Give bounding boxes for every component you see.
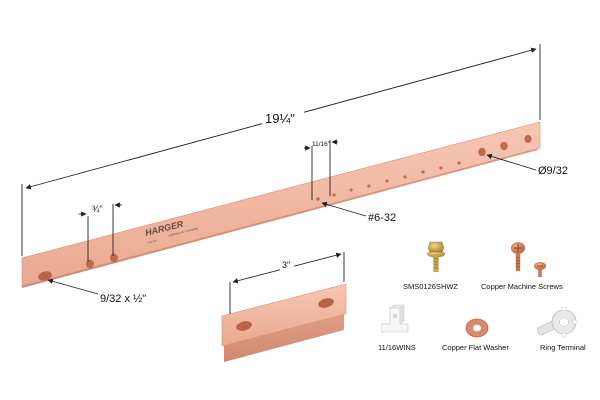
mid-spacing-label: 11/16": [312, 141, 331, 148]
dimension-overall: 19¼": [21, 44, 541, 256]
brand-tagline: Lightning & Grounding: [167, 226, 199, 238]
round-hole-right-3: [524, 135, 532, 143]
round-hole-label: Ø9/32: [538, 165, 568, 177]
short-bar-length-label: 3": [282, 260, 290, 270]
short-bar-face: [221, 283, 347, 347]
round-hole-left-1: [86, 259, 94, 269]
accessory-label-wins: 11/16WINS: [378, 343, 416, 352]
ring-terminal-icon: [536, 306, 578, 338]
washer-icon: [465, 318, 489, 338]
accessory-label-cms: Copper Machine Screws: [481, 282, 563, 291]
accessory-label-sms: SMS0126SHWZ: [403, 282, 458, 291]
dimension-short-bar: 3": [229, 252, 345, 314]
callout-slot: 9/32 x ½": [47, 278, 146, 305]
accessory-label-washer: Copper Flat Washer: [442, 343, 509, 352]
brand-small-text: TESTED: [147, 239, 157, 244]
round-hole-left-2: [110, 253, 118, 263]
short-bus-bar: [221, 283, 347, 362]
short-bar-slot-left: [236, 321, 252, 331]
screw-washer-icon: [427, 241, 445, 272]
tapped-hole-label: #6-32: [368, 212, 396, 224]
short-bar-slot-right: [318, 298, 334, 308]
callout-tapped-hole: #6-32: [321, 201, 396, 224]
machine-screw-icon: [511, 242, 525, 271]
slot-label: 9/32 x ½": [100, 293, 146, 305]
end-spacing-label: ¾": [92, 204, 103, 214]
machine-screw-small-icon: [534, 262, 546, 277]
slot-hole-left: [38, 271, 52, 281]
callout-round-hole: Ø9/32: [486, 153, 568, 177]
accessory-label-ring: Ring Terminal: [540, 343, 586, 352]
dimension-mid-spacing: 11/16": [304, 139, 338, 200]
overall-length-label: 19¼": [265, 111, 295, 126]
round-hole-right-2: [500, 141, 508, 151]
insulator-icon: [381, 304, 409, 333]
short-bar-side: [224, 312, 344, 362]
dimension-end-spacing: ¾": [79, 202, 122, 262]
round-hole-right-1: [478, 147, 486, 157]
